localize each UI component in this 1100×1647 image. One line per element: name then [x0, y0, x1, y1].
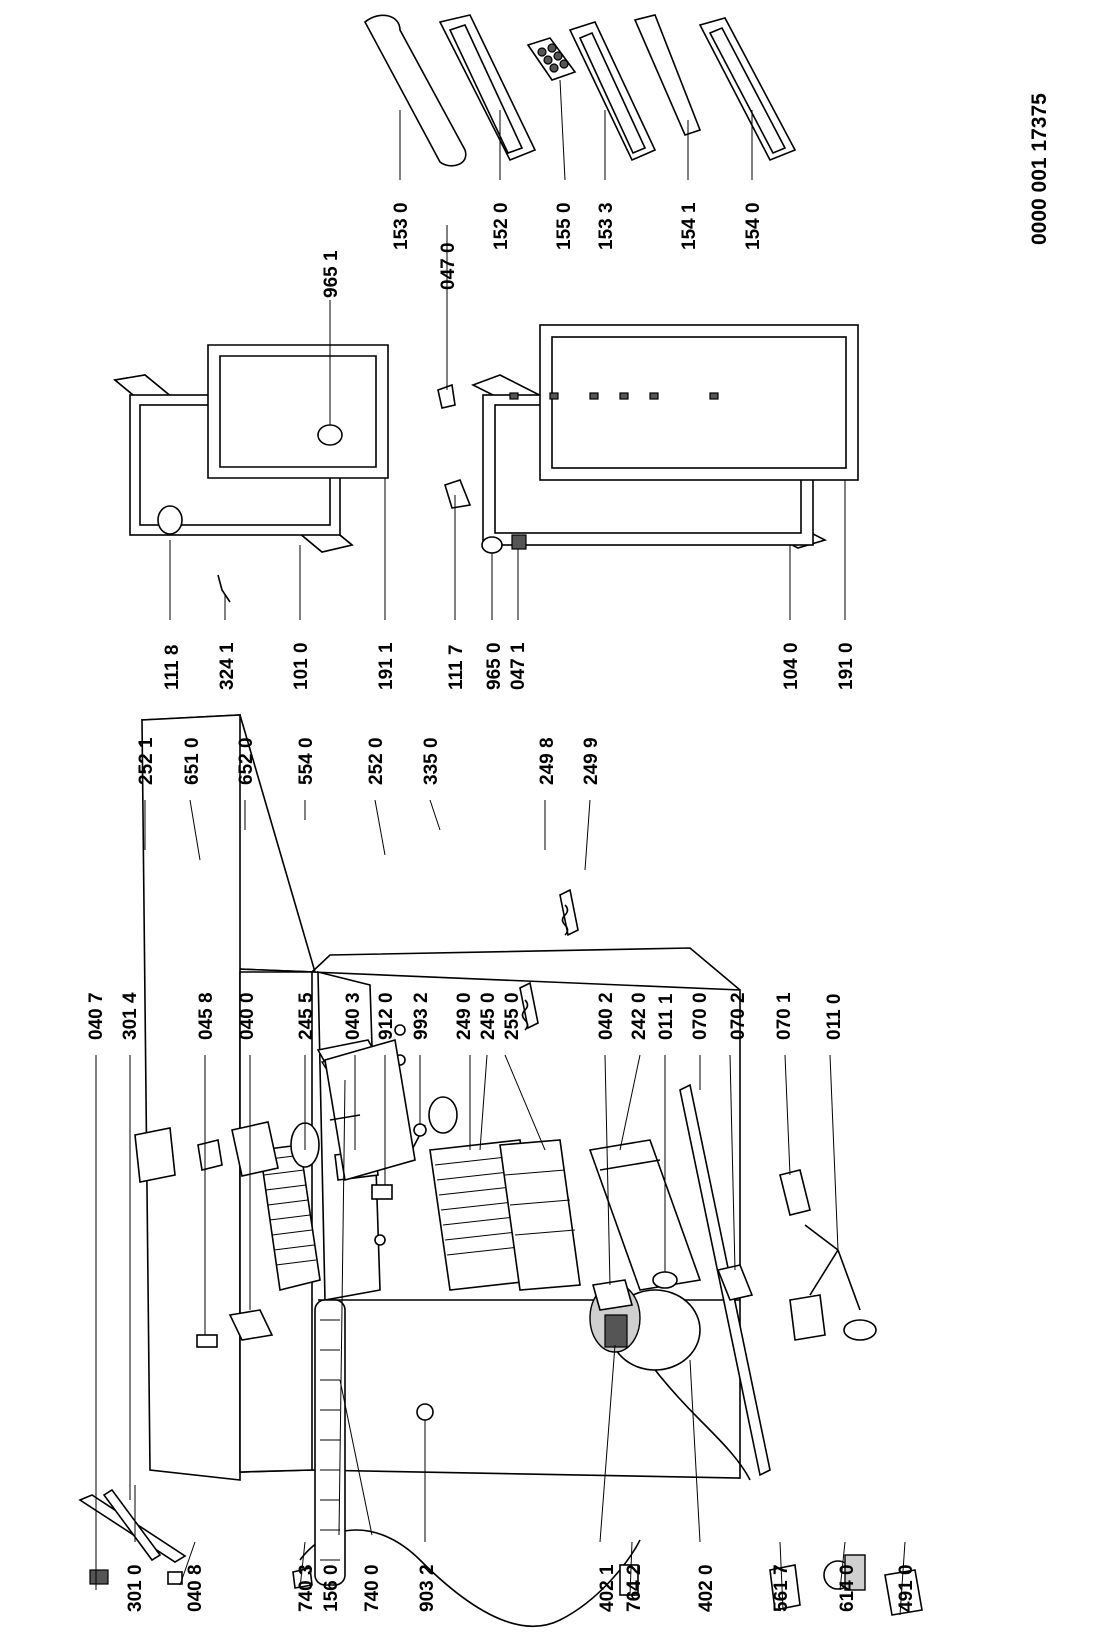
- part-label: 252 0: [366, 737, 387, 785]
- part-label: 965 1: [321, 250, 342, 298]
- part-label: 070 0: [690, 992, 711, 1040]
- part-label: 104 0: [781, 642, 802, 690]
- part-label: 154 1: [679, 202, 700, 250]
- part-label: 191 0: [836, 642, 857, 690]
- part-label: 047 0: [438, 242, 459, 290]
- refrigerator-door: [437, 324, 859, 554]
- part-label: 245 0: [478, 992, 499, 1040]
- part-label: 040 0: [237, 992, 258, 1040]
- part-labels: 301 0 040 8 740 3 156 0 740 0 903 2 402 …: [86, 202, 917, 1612]
- part-label: 047 1: [508, 642, 529, 690]
- part-label: 111 7: [446, 645, 467, 690]
- part-label: 011 1: [656, 993, 677, 1040]
- part-label: 111 8: [162, 645, 183, 690]
- part-label: 242 0: [629, 992, 650, 1040]
- part-label: 040 2: [596, 992, 617, 1040]
- part-label: 249 0: [454, 992, 475, 1040]
- part-label: 156 0: [321, 1564, 342, 1612]
- part-label: 491 0: [896, 1564, 917, 1612]
- part-label: 614 0: [837, 1564, 858, 1612]
- part-label: 335 0: [421, 737, 442, 785]
- part-label: 764 2: [624, 1564, 645, 1612]
- freezer-door: [113, 344, 389, 603]
- part-label: 153 0: [391, 202, 412, 250]
- part-label: 740 3: [296, 1564, 317, 1612]
- part-label: 154 0: [743, 202, 764, 250]
- part-label: 402 1: [597, 1564, 618, 1612]
- part-label: 045 8: [196, 992, 217, 1040]
- part-label: 155 0: [554, 202, 575, 250]
- handle-bars: [78, 1488, 187, 1585]
- condenser-coil: [314, 1299, 346, 1586]
- part-label: 070 1: [774, 992, 795, 1040]
- part-label: 252 1: [136, 737, 157, 785]
- part-label: 191 1: [376, 642, 397, 690]
- part-label: 903 2: [417, 1564, 438, 1612]
- part-label: 255 0: [502, 992, 523, 1040]
- part-label: 101 0: [291, 642, 312, 690]
- part-label: 153 3: [596, 202, 617, 250]
- part-label: 249 9: [581, 737, 602, 785]
- part-label: 651 0: [182, 737, 203, 785]
- part-label: 965 0: [484, 642, 505, 690]
- part-label: 040 8: [185, 1564, 206, 1612]
- part-label: 554 0: [296, 737, 317, 785]
- shelf-supports: [519, 888, 579, 1031]
- part-label: 652 0: [236, 737, 257, 785]
- part-label: 301 0: [125, 1564, 146, 1612]
- part-label: 912 0: [376, 992, 397, 1040]
- small-hardware: [196, 1123, 923, 1616]
- part-label: 402 0: [696, 1564, 717, 1612]
- part-label: 324 1: [217, 642, 238, 690]
- part-label: 152 0: [491, 202, 512, 250]
- refrigerator-shelves: [429, 1139, 702, 1291]
- part-label: 993 2: [411, 992, 432, 1040]
- part-label: 249 8: [537, 737, 558, 785]
- document-code: 0000 001 17375: [1028, 93, 1051, 245]
- part-label: 011 0: [824, 994, 845, 1041]
- door-bins: [363, 14, 797, 167]
- control-assembly-parts: [134, 1038, 458, 1183]
- leader-lines: [95, 79, 906, 1616]
- part-label: 301 4: [120, 992, 141, 1040]
- part-label: 040 7: [86, 992, 107, 1040]
- part-label: 561 7: [771, 1564, 792, 1612]
- part-label: 070 2: [728, 992, 749, 1040]
- part-label: 740 0: [362, 1564, 383, 1612]
- part-label: 245 5: [296, 992, 317, 1040]
- part-label: 040 3: [343, 992, 364, 1040]
